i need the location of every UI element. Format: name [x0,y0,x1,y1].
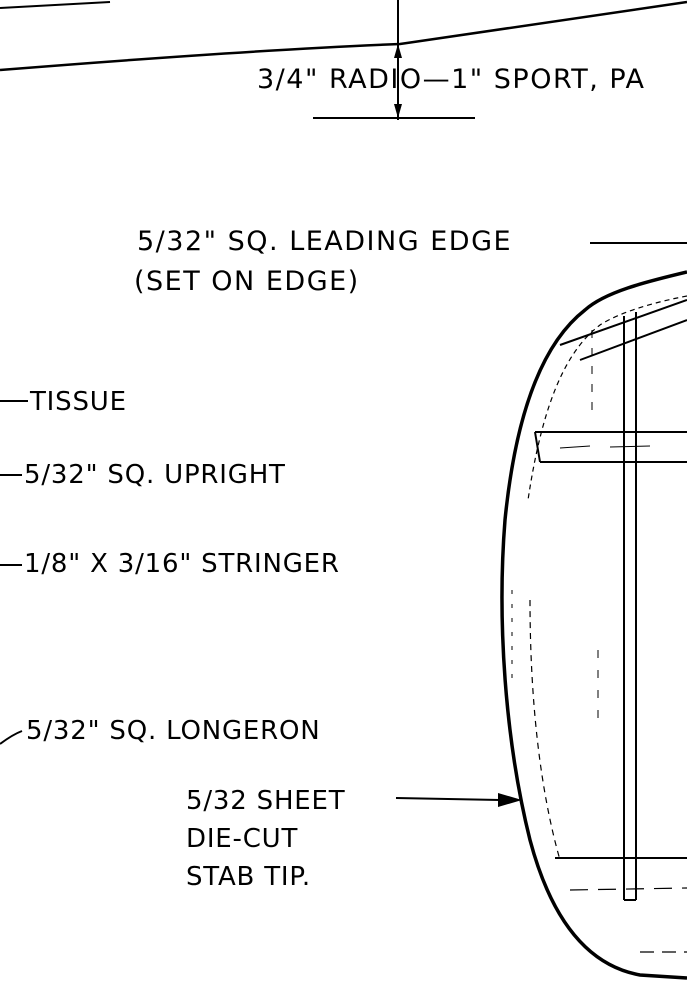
leading-edge-label: 5/32" SQ. LEADING EDGE [137,226,513,257]
sheet-label: 5/32 SHEET [186,786,346,816]
top-rib-2 [579,319,687,361]
tissue-label: TISSUE [30,387,127,417]
longeron-member-lower [569,887,687,891]
sheet-label-line3: STAB TIP. [186,862,311,892]
sheet-inner-line [527,295,687,501]
leading-edge-note: (SET ON EDGE) [134,266,360,297]
top-rib [559,299,687,346]
stringer-label: 1/8" X 3/16" STRINGER [24,549,340,579]
stringer-end [534,431,541,463]
planform-edge-line [0,0,687,72]
sheet-inner-line-2 [529,599,561,861]
top-outline-line [0,1,111,9]
clearance-label: 3/4" RADIO—1" SPORT, PA [257,64,646,95]
sheet-arrow [498,793,522,807]
stab-tip-outline [500,270,687,980]
sheet-leader [395,797,501,801]
dimension-arrow-down [394,104,402,118]
upright-label: 5/32" SQ. UPRIGHT [24,460,286,490]
longeron-leader [0,730,23,745]
longeron-label: 5/32" SQ. LONGERON [26,716,321,746]
sheet-label-line2: DIE-CUT [186,824,299,854]
stringer-hatch [559,445,651,449]
dimension-arrow-up [394,44,402,58]
